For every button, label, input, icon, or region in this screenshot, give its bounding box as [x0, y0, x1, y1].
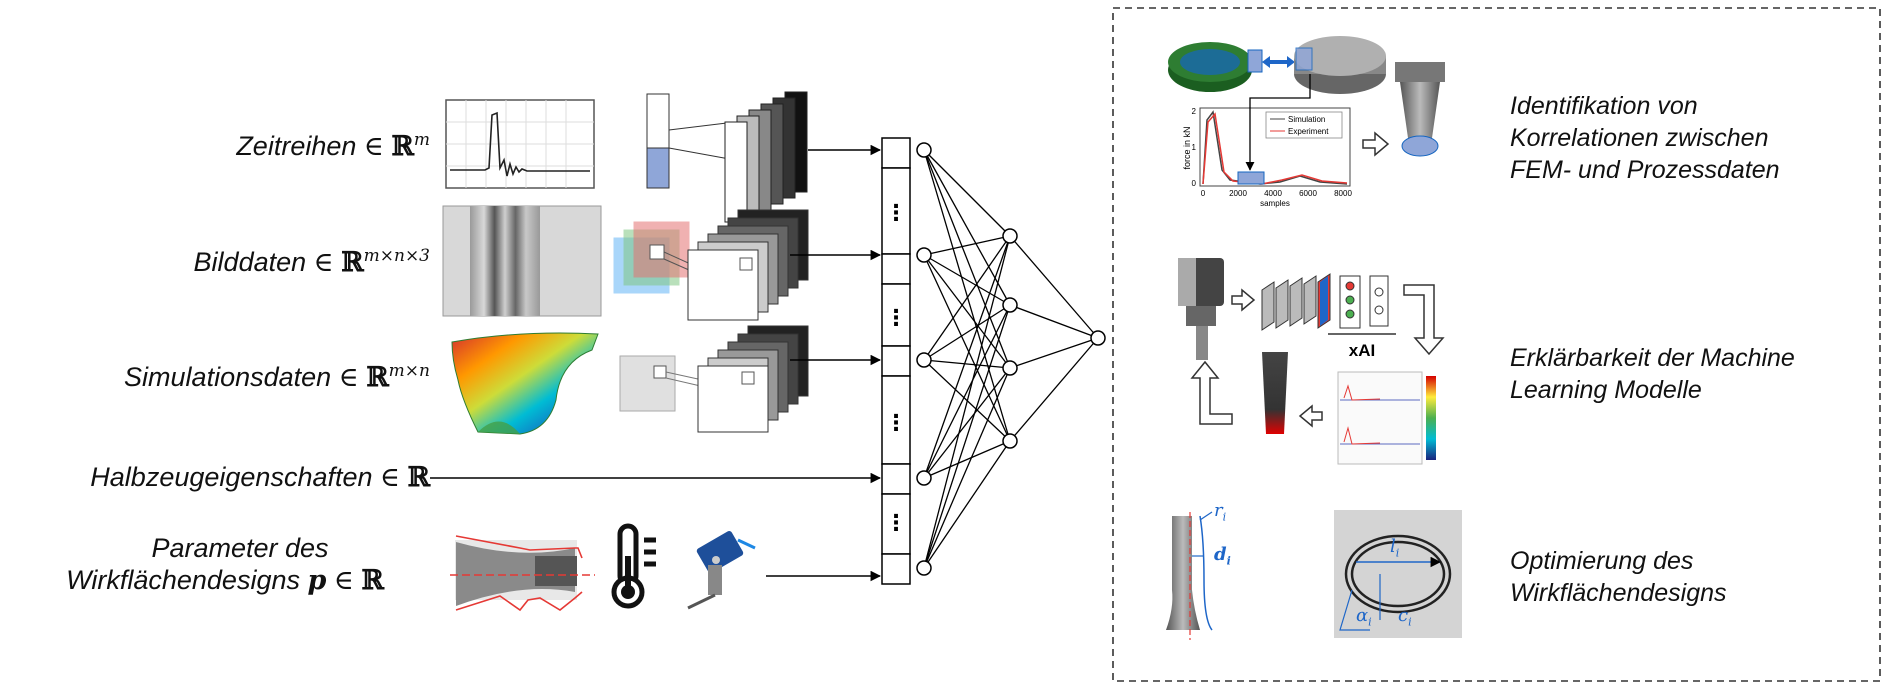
- nn-edge: [923, 304, 1011, 479]
- label-zeitreihen: Zeitreihen ∈ ℝm: [236, 130, 430, 162]
- nn-edge: [1009, 304, 1099, 339]
- image-cnn: [613, 209, 809, 321]
- tool-contour-thumbnail: [450, 535, 595, 612]
- open-arrow-icon-2: [1231, 288, 1256, 312]
- force-ylabel: force in kN: [1182, 126, 1192, 169]
- punch-heatmap-thumbnail: [1262, 352, 1288, 434]
- nn-edge: [1009, 337, 1099, 369]
- vector-dots-2: ⋮: [885, 306, 907, 331]
- force-xlabel: samples: [1260, 199, 1290, 208]
- double-arrow-icon: [1262, 56, 1295, 68]
- xai-label: xAI: [1349, 341, 1375, 360]
- real-disc-thumbnail: [1294, 36, 1386, 94]
- thermometer-icon: [611, 523, 656, 609]
- nn-hidden-node: [1002, 228, 1018, 244]
- nn-edge: [923, 235, 1011, 361]
- xai-cnn-thumbnail: [1261, 273, 1389, 331]
- force-ytick-1: 1: [1192, 143, 1197, 152]
- nn-edge: [923, 235, 1011, 256]
- correlation-link-arrow: [1245, 74, 1311, 171]
- sensor-tool-thumbnail: [687, 530, 756, 610]
- tool-photo-thumbnail: [1178, 258, 1224, 360]
- force-xtick-4000: 4000: [1264, 189, 1282, 198]
- nn-input-node: [916, 352, 932, 368]
- nn-input-node: [916, 470, 932, 486]
- force-xtick-2000: 2000: [1229, 189, 1247, 198]
- label-c: ci: [1398, 605, 1412, 629]
- punch-profile-thumbnail: [1166, 511, 1213, 640]
- nn-edge: [923, 149, 1011, 369]
- nn-edge: [923, 304, 1011, 569]
- nn-edge: [1009, 337, 1099, 442]
- fem-disc-thumbnail: [1168, 42, 1263, 92]
- open-arrow-icon-3: [1298, 404, 1323, 428]
- open-arrow-icon: [1362, 131, 1390, 157]
- simulation-cnn: [619, 325, 809, 433]
- nn-edge: [923, 304, 1011, 361]
- image-thumbnail: [442, 205, 602, 317]
- punch-thumbnail: [1395, 62, 1445, 157]
- cross-section-thumbnail: [1334, 510, 1462, 638]
- label-simulationsdaten: Simulationsdaten ∈ ℝm×n: [124, 361, 430, 393]
- bent-arrow-up: [1190, 360, 1233, 425]
- nn-input-node: [916, 142, 932, 158]
- simulation-thumbnail: [451, 332, 599, 435]
- nn-input-node: [916, 560, 932, 576]
- label-alpha: αi: [1356, 605, 1372, 629]
- nn-edge: [923, 149, 1011, 442]
- nn-edge: [923, 440, 1011, 569]
- nn-edge: [923, 367, 1011, 479]
- nn-edge: [923, 359, 1011, 369]
- nn-output-node: [1090, 330, 1106, 346]
- nn-edge: [923, 235, 1011, 479]
- timeseries-thumbnail: [445, 99, 595, 189]
- label-parameter: Parameter des Wirkflächendesigns p ∈ ℝ: [20, 532, 430, 597]
- nn-edge: [923, 254, 1011, 306]
- vector-dots-1: ⋮: [885, 201, 907, 226]
- label-explainability: Erklärbarkeit der Machine Learning Model…: [1510, 344, 1795, 404]
- nn-hidden-node: [1002, 360, 1018, 376]
- force-plot: [1199, 107, 1351, 187]
- force-xtick-8000: 8000: [1334, 189, 1352, 198]
- label-d: di: [1214, 544, 1231, 568]
- input-arrows: [430, 144, 882, 582]
- bent-arrow-down: [1403, 284, 1445, 356]
- label-l: li: [1390, 536, 1400, 560]
- neural-network: [916, 142, 1106, 576]
- label-halbzeugeigenschaften: Halbzeugeigenschaften ∈ ℝ: [90, 462, 430, 493]
- label-parameter-line1: Parameter des: [151, 533, 329, 563]
- nn-edge: [923, 149, 1011, 306]
- force-legend-experiment: Experiment: [1288, 127, 1329, 136]
- force-xtick-0: 0: [1201, 189, 1206, 198]
- feature-vector: [881, 137, 911, 585]
- force-ytick-2: 2: [1192, 107, 1197, 116]
- force-xtick-6000: 6000: [1299, 189, 1317, 198]
- nn-hidden-node: [1002, 433, 1018, 449]
- nn-edge: [923, 367, 1011, 569]
- nn-edge: [923, 235, 1011, 569]
- nn-hidden-node: [1002, 297, 1018, 313]
- label-r: ri: [1214, 500, 1227, 524]
- nn-edge: [923, 254, 1011, 442]
- force-legend-simulation: Simulation: [1288, 115, 1325, 124]
- nn-edge: [1009, 235, 1099, 339]
- nn-input-node: [916, 247, 932, 263]
- vector-dots-3: ⋮: [885, 411, 907, 436]
- nn-edge: [923, 440, 1011, 479]
- label-bilddaten: Bilddaten ∈ ℝm×n×3: [193, 246, 430, 278]
- force-ytick-0: 0: [1192, 179, 1197, 188]
- nn-edge: [923, 149, 1011, 237]
- label-correlation: Identifikation von Korrelationen zwische…: [1510, 92, 1780, 184]
- label-parameter-line2: Wirkflächendesigns p ∈ ℝ: [66, 565, 384, 596]
- explanation-plots: [1337, 371, 1436, 465]
- timeseries-cnn: [646, 91, 808, 223]
- label-optimization: Optimierung des Wirkflächendesigns: [1510, 547, 1727, 607]
- vector-dots-4: ⋮: [885, 511, 907, 536]
